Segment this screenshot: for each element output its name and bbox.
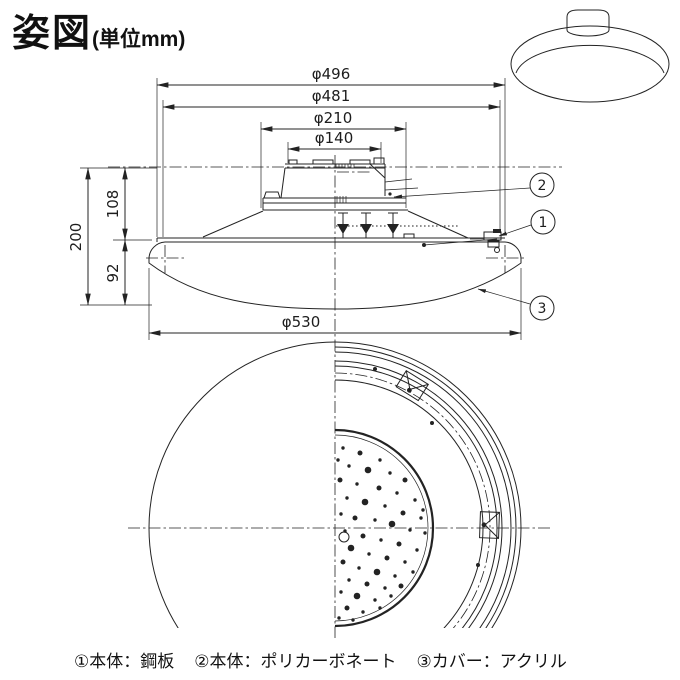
extension-lines (80, 78, 522, 340)
dim-label-phi481: φ481 (312, 87, 351, 105)
sketch-cap (566, 9, 610, 30)
outer-circle (148, 341, 522, 628)
callout-1-number: 1 (539, 215, 548, 231)
callout-3-number: 3 (538, 301, 547, 317)
material-item-1: ①本体：鋼板 (74, 652, 175, 671)
mounting-clip-upper (395, 369, 430, 402)
inner-dome-arcs (334, 428, 435, 628)
screw-dots (373, 367, 480, 567)
dim-label-92: 92 (104, 263, 122, 282)
callout-2: 2 (393, 172, 555, 199)
perspective-sketch (510, 9, 670, 103)
spring-bolt (337, 212, 349, 238)
title-row: 姿図 (単位mm) (12, 2, 185, 57)
dim-phi210: φ210 (260, 109, 407, 132)
center-lines (108, 155, 562, 638)
dim-h200: 200 (67, 167, 91, 306)
fixture-cross-section (156, 157, 505, 253)
dim-label-phi496: φ496 (312, 65, 351, 83)
callout-1: 1 (498, 209, 556, 237)
cover-profile (146, 241, 524, 310)
dim-label-phi530: φ530 (282, 313, 321, 331)
spring-bolt (360, 212, 372, 238)
dim-phi496: φ496 (156, 65, 506, 88)
sketch-inner-rim (515, 44, 665, 74)
dim-phi140: φ140 (287, 129, 382, 152)
sketch-shade-ellipse (510, 25, 670, 103)
hatch-top (335, 164, 355, 168)
dim-h92: 92 (104, 239, 128, 306)
title-unit-label: (単位mm) (92, 28, 186, 51)
page-title: 姿図 (12, 13, 93, 55)
material-item-2: ②本体：ポリカーボネート (194, 652, 397, 671)
dim-label-phi210: φ210 (314, 109, 353, 127)
dim-phi530: φ530 (148, 313, 522, 336)
dim-phi481: φ481 (162, 87, 501, 110)
material-item-3: ③カバー：アクリル (416, 652, 567, 671)
ring-arcs (334, 346, 517, 628)
callout-3: 3 (477, 288, 555, 321)
bottom-view (148, 341, 522, 628)
spring-bolt (387, 212, 399, 238)
dim-label-108: 108 (104, 190, 122, 219)
center-hole (338, 531, 350, 543)
dim-h108: 108 (104, 167, 128, 241)
mounting-clip-right (479, 511, 500, 539)
led-dot-pattern (336, 446, 427, 622)
dim-label-200: 200 (67, 223, 85, 252)
materials-legend: ①本体：鋼板 ②本体：ポリカーボネート ③カバー：アクリル (74, 647, 567, 672)
hatch-flange (336, 196, 347, 203)
callout-2-number: 2 (538, 178, 547, 194)
dim-label-phi140: φ140 (315, 129, 354, 147)
sketch-cap-base (566, 29, 610, 37)
